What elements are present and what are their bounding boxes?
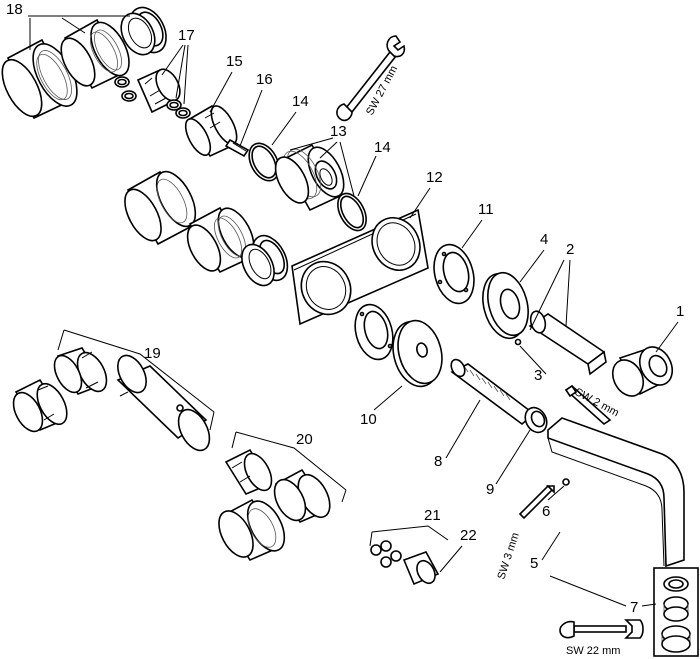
sw3-hex-key: SW 3 mm	[495, 484, 555, 581]
part-10-escutcheon	[354, 303, 443, 388]
sw27-wrench: SW 27 mm	[336, 35, 406, 122]
part-number-4: 4	[540, 231, 548, 248]
callout-11: 11	[461, 201, 494, 249]
part-21-22-small-parts	[370, 540, 440, 586]
part-number-13: 13	[330, 123, 347, 140]
part-5-spout	[547, 417, 685, 568]
part-1-end-cap	[611, 346, 674, 397]
part-number-12: 12	[426, 169, 443, 186]
part-4-rosette	[482, 271, 529, 340]
part-number-20: 20	[296, 431, 313, 448]
sw2-hex-key: SW 2 mm	[564, 384, 621, 426]
part-2-bar	[514, 310, 607, 376]
part-number-18: 18	[6, 1, 23, 18]
callout-17: 17	[161, 27, 195, 105]
part-number-9: 9	[486, 481, 494, 498]
callout-18: 18	[6, 1, 130, 50]
sw22-label: SW 22 mm	[566, 645, 620, 657]
part-12-wall-plate	[291, 208, 429, 326]
part-14-oring-lower	[337, 192, 367, 232]
part-19-extensions	[12, 347, 211, 452]
callout-4: 4	[519, 231, 548, 283]
part-7-aerator	[653, 567, 699, 657]
callout-10: 10	[360, 385, 403, 428]
part-15-cartridge	[184, 104, 238, 158]
callout-12: 12	[409, 169, 443, 219]
part-17-diverter	[114, 68, 191, 119]
callout-19: 19	[57, 329, 215, 431]
part-number-21: 21	[424, 507, 441, 524]
callout-20: 20	[231, 431, 347, 503]
callout-21-22: 21 22	[369, 507, 477, 573]
callout-3: 3	[519, 345, 547, 384]
part-11-flange	[433, 243, 475, 305]
part-number-2: 2	[566, 241, 574, 258]
callout-13-14: 14 13 14	[271, 93, 391, 197]
callout-2: 2	[529, 241, 574, 331]
part-8-threaded-pipe	[450, 358, 536, 426]
part-20-adapters	[218, 448, 331, 562]
sw22-wrench: SW 22 mm	[559, 619, 644, 657]
part-number-8: 8	[434, 453, 442, 470]
callout-8-9: 8 9	[434, 399, 531, 498]
part-number-14-lower: 14	[374, 139, 391, 156]
part-number-14-upper: 14	[292, 93, 309, 110]
part-number-11: 11	[478, 201, 494, 218]
part-number-19: 19	[144, 345, 161, 362]
part-number-1: 1	[676, 303, 684, 320]
part-number-5: 5	[530, 555, 538, 572]
part-18-sleeves	[1, 6, 167, 120]
part-16-stem	[224, 138, 250, 158]
part-number-10: 10	[360, 411, 377, 428]
callout-15-16: 15 16	[209, 53, 273, 147]
sw3-label: SW 3 mm	[495, 531, 521, 581]
part-14-oring-upper	[248, 142, 280, 182]
part-number-3: 3	[534, 367, 542, 384]
part-13-body	[274, 143, 345, 212]
middle-sleeves	[124, 170, 289, 287]
part-number-16: 16	[256, 71, 273, 88]
part-9-nut	[524, 406, 548, 434]
callout-7: 7	[549, 575, 657, 616]
part-number-22: 22	[460, 527, 477, 544]
callout-1: 1	[655, 303, 684, 353]
callout-5-6: 6 5	[530, 485, 565, 572]
part-number-15: 15	[226, 53, 243, 70]
part-number-17: 17	[178, 27, 195, 44]
part-number-6: 6	[542, 503, 550, 520]
part-number-7: 7	[630, 599, 638, 616]
